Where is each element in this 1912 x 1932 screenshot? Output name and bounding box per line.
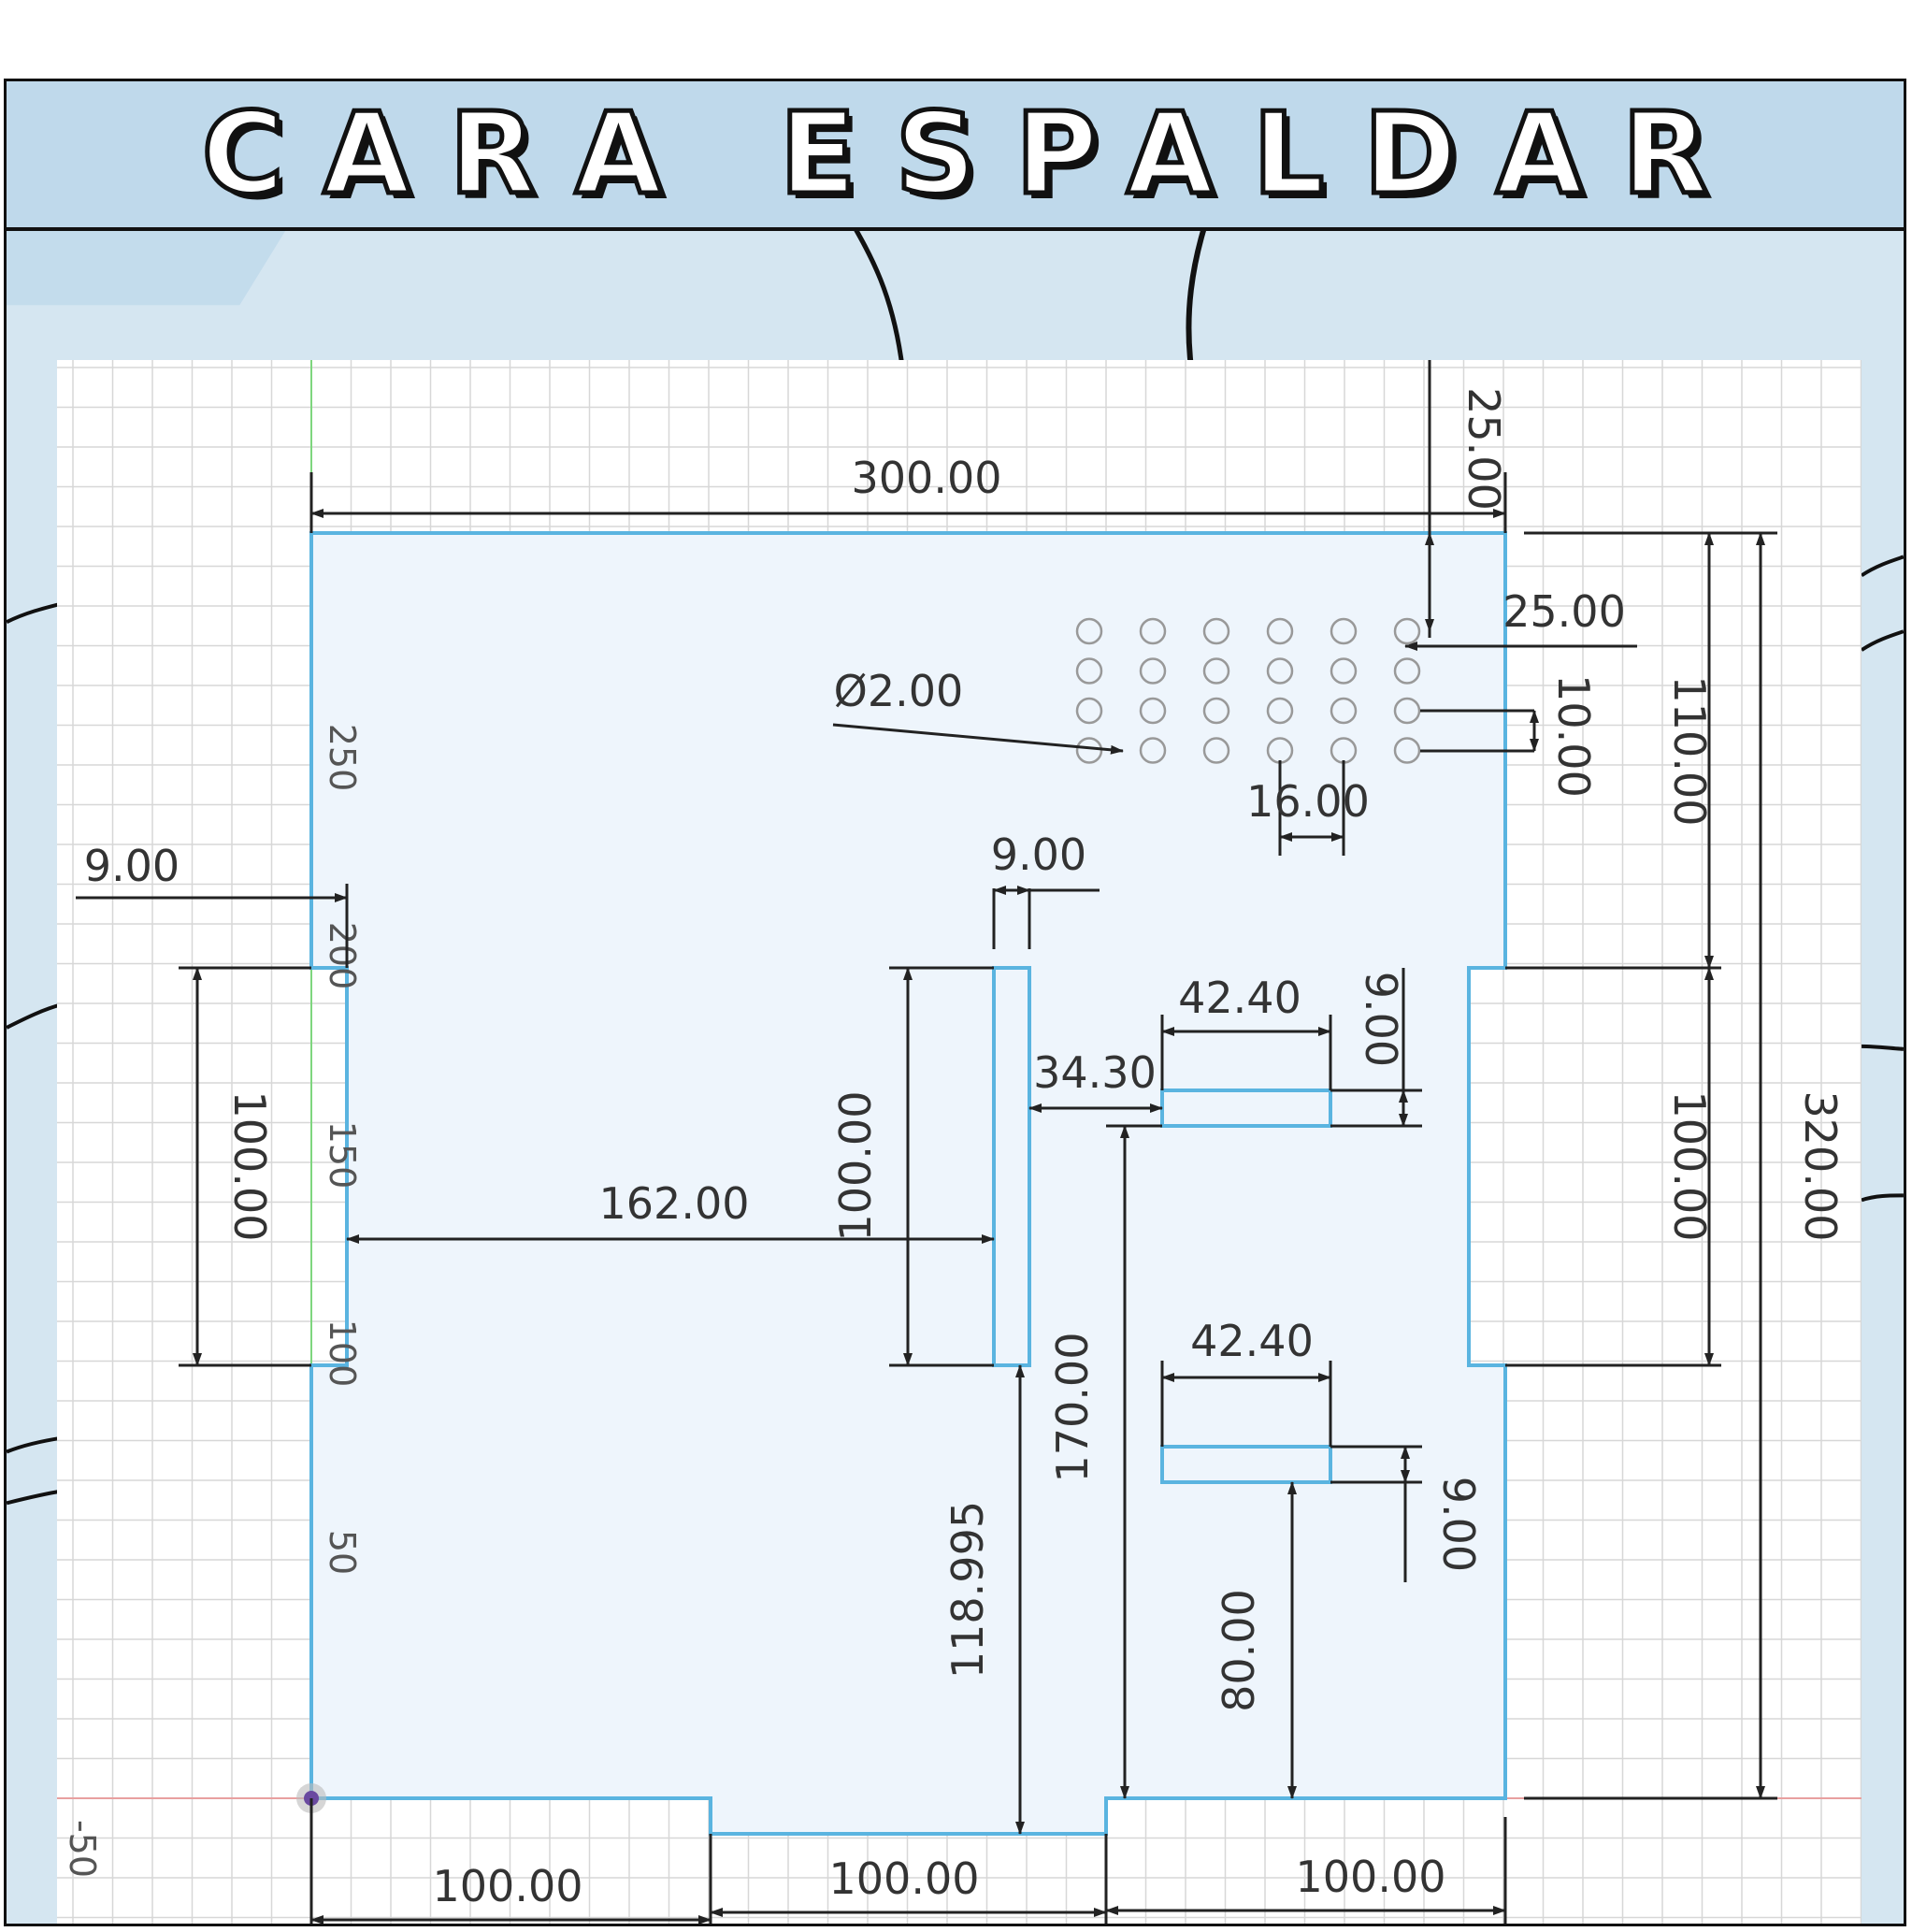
hole-row-spacing-label: 10.00: [1548, 674, 1599, 798]
hole-col-spacing-label: 16.00: [1246, 776, 1370, 827]
slot-height-label: 100.00: [830, 1091, 881, 1242]
y-tick-200: 200: [322, 922, 363, 990]
y-tick-100: 100: [322, 1319, 363, 1388]
title-banner: CARA ESPALDAR: [7, 81, 1904, 231]
page-title: CARA ESPALDAR: [199, 87, 1748, 222]
bottom-right-label: 100.00: [1296, 1852, 1446, 1902]
hole[interactable]: [1330, 697, 1358, 725]
top-offset-label: 25.00: [1459, 387, 1509, 511]
hole[interactable]: [1202, 657, 1230, 685]
upper-slot-length-label: 42.40: [1178, 973, 1301, 1023]
hole[interactable]: [1330, 617, 1358, 645]
right-upper-label: 110.00: [1664, 676, 1715, 827]
poster-frame: CARA ESPALDAR 250 200 150 100 50 -50: [4, 79, 1906, 1926]
lower-slot-thickness-label: 9.00: [1433, 1477, 1484, 1572]
hole[interactable]: [1075, 657, 1103, 685]
hole[interactable]: [1202, 617, 1230, 645]
hole[interactable]: [1139, 657, 1167, 685]
y-tick-minus-50: -50: [62, 1820, 103, 1878]
slot-gap-label: 34.30: [1033, 1047, 1157, 1098]
hole[interactable]: [1266, 657, 1294, 685]
hole-diameter-label: Ø2.00: [834, 666, 964, 716]
lower-slot-height-label: 80.00: [1214, 1589, 1264, 1712]
upper-slot-thickness-label: 9.00: [1356, 972, 1406, 1067]
hole[interactable]: [1393, 657, 1421, 685]
hole[interactable]: [1202, 737, 1230, 764]
hole[interactable]: [1330, 657, 1358, 685]
left-tab-height-label: 100.00: [224, 1091, 275, 1242]
diameter-leader: [832, 723, 1124, 755]
vertical-slot[interactable]: [992, 966, 1031, 1367]
lower-slot-length-label: 42.40: [1190, 1316, 1314, 1366]
overall-width-label: 300.00: [852, 453, 1002, 503]
slot-bottom-height-label: 118.995: [942, 1501, 993, 1679]
hole[interactable]: [1139, 737, 1167, 764]
hole[interactable]: [1393, 737, 1421, 764]
upper-slot-height-label: 170.00: [1047, 1333, 1098, 1483]
hole[interactable]: [1202, 697, 1230, 725]
slot-width-label: 9.00: [991, 829, 1086, 880]
lower-slot[interactable]: [1160, 1445, 1332, 1484]
right-offset-label: 25.00: [1502, 586, 1626, 637]
hole[interactable]: [1139, 697, 1167, 725]
hole[interactable]: [1139, 617, 1167, 645]
bottom-left-label: 100.00: [433, 1861, 583, 1911]
slot-offset-label: 162.00: [599, 1178, 750, 1229]
technical-drawing: 250 200 150 100 50 -50: [57, 360, 1862, 1924]
upper-slot[interactable]: [1160, 1089, 1332, 1128]
hole[interactable]: [1393, 697, 1421, 725]
hole[interactable]: [1075, 617, 1103, 645]
hole[interactable]: [1075, 697, 1103, 725]
hole[interactable]: [1075, 737, 1103, 764]
overall-height-label: 320.00: [1795, 1091, 1846, 1242]
bottom-middle-label: 100.00: [829, 1853, 980, 1904]
y-tick-150: 150: [322, 1121, 363, 1189]
hole[interactable]: [1266, 617, 1294, 645]
y-tick-50: 50: [322, 1530, 363, 1575]
y-tick-250: 250: [322, 724, 363, 792]
left-tab-depth-label: 9.00: [84, 841, 180, 891]
right-middle-label: 100.00: [1664, 1091, 1715, 1242]
hole[interactable]: [1266, 697, 1294, 725]
